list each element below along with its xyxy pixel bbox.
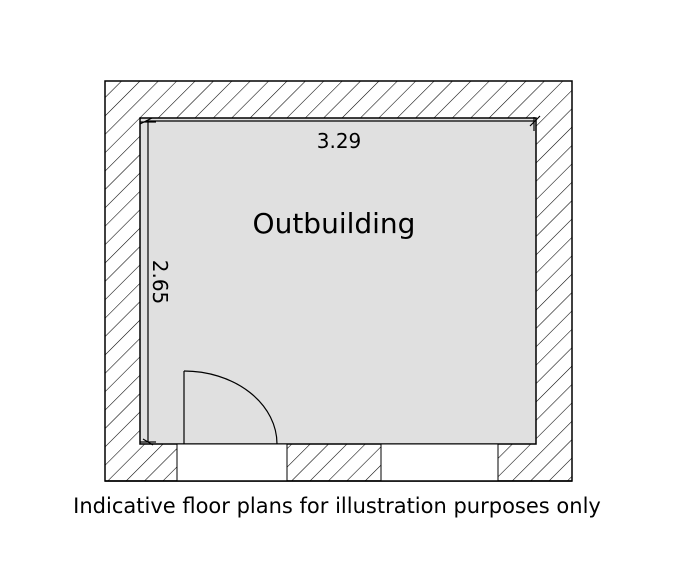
disclaimer-text: Indicative floor plans for illustration … [73, 494, 601, 518]
door-swing [183, 370, 278, 445]
window-opening-right [380, 443, 499, 482]
width-dimension-label: 3.29 [317, 129, 362, 153]
room-name-label: Outbuilding [253, 207, 416, 240]
depth-dimension-line [140, 121, 156, 446]
depth-dimension-label: 2.65 [148, 260, 172, 305]
room-floor [139, 117, 537, 445]
width-dimension-line [139, 115, 541, 131]
window-opening-left [176, 443, 288, 482]
